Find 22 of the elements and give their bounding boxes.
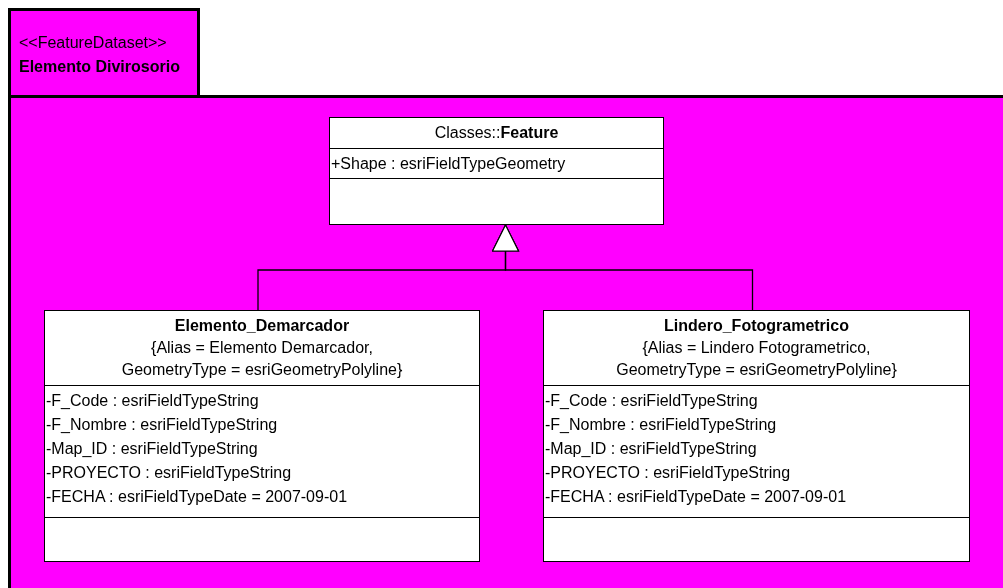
- class-constraint: {Alias = Elemento Demarcador, GeometryType = esriGeometryPolyline}: [120, 338, 404, 380]
- class-box: [543, 310, 970, 562]
- attribute-text: -F_Nombre : esriFieldTypeString: [545, 415, 778, 435]
- class-name: Classes::Feature: [434, 123, 559, 143]
- attribute-text: -F_Nombre : esriFieldTypeString: [46, 415, 279, 435]
- package-name: Elemento Divirosorio: [19, 57, 181, 77]
- attribute-text: -FECHA : esriFieldTypeDate = 2007-09-01: [46, 487, 349, 507]
- attribute-text: +Shape : esriFieldTypeGeometry: [331, 154, 567, 174]
- class-box: [329, 117, 664, 225]
- class-constraint: {Alias = Lindero Fotogrametrico, GeometryType = esriGeometryPolyline}: [615, 338, 898, 380]
- attribute-text: -F_Code : esriFieldTypeString: [46, 391, 260, 411]
- attribute-text: -F_Code : esriFieldTypeString: [545, 391, 759, 411]
- class-name: Elemento_Demarcador: [174, 316, 350, 336]
- stereotype-label: <<FeatureDataset>>: [19, 33, 168, 53]
- attribute-text: -Map_ID : esriFieldTypeString: [545, 439, 758, 459]
- class-name: Lindero_Fotogrametrico: [664, 316, 849, 336]
- generalization-arrow: [491, 224, 754, 311]
- attribute-text: -Map_ID : esriFieldTypeString: [46, 439, 259, 459]
- class-box: [44, 310, 480, 562]
- attribute-text: -PROYECTO : esriFieldTypeString: [545, 463, 792, 483]
- attribute-text: -PROYECTO : esriFieldTypeString: [46, 463, 293, 483]
- attribute-text: -FECHA : esriFieldTypeDate = 2007-09-01: [545, 487, 848, 507]
